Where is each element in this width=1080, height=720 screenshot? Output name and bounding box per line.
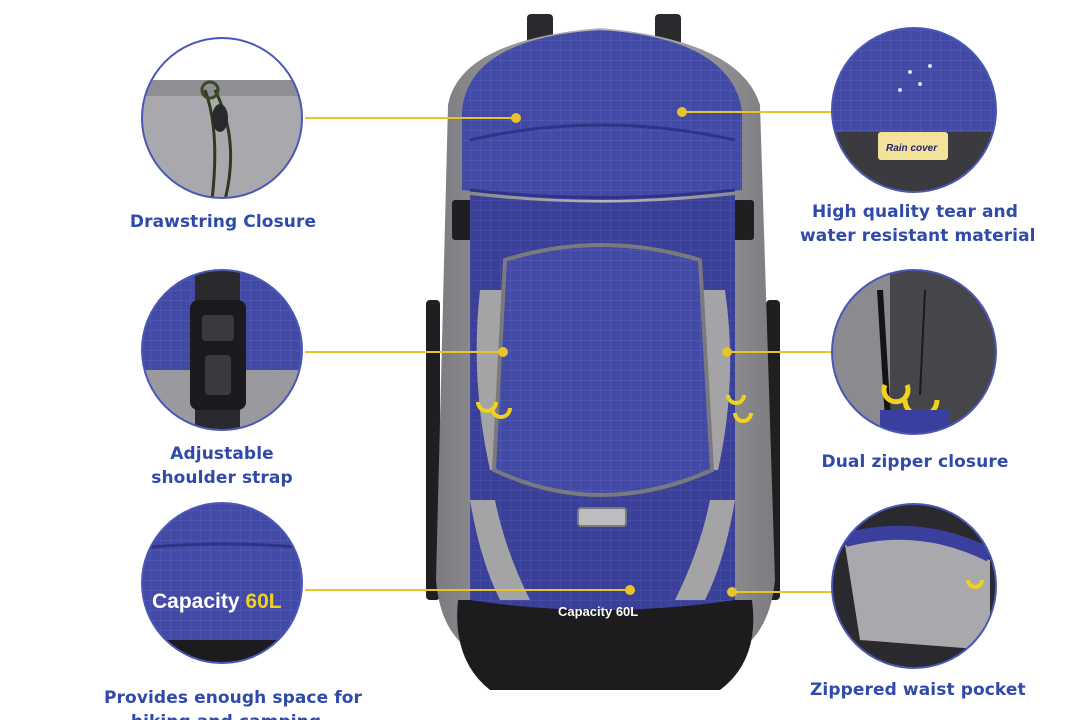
capacity-caption-line2: hiking and camping — [104, 710, 348, 720]
material-caption-line1: High quality tear and — [811, 202, 1019, 222]
capacity-circle-border — [141, 502, 303, 664]
waist-pocket-circle-border — [831, 503, 997, 669]
waist-caption: Zippered waist pocket — [810, 678, 1026, 702]
material-caption: High quality tear and water resistant ma… — [800, 200, 1036, 248]
circle-capacity-label: Capacity — [152, 590, 240, 613]
left-side-strap — [426, 300, 440, 600]
strap-caption-line2: shoulder strap — [151, 468, 293, 488]
svg-text:Capacity 60L: Capacity 60L — [152, 590, 282, 613]
zipper-caption-text: Dual zipper closure — [821, 452, 1009, 472]
strap-circle-border — [141, 269, 303, 431]
zipper-circle-border — [831, 269, 997, 435]
drawstring-detail-circle — [142, 38, 302, 198]
drawstring-caption-text: Drawstring Closure — [129, 212, 317, 232]
capacity-caption-line1: Provides enough space for — [104, 688, 363, 708]
strap-caption-line1: Adjustable — [170, 444, 274, 464]
callout-dots — [498, 107, 737, 597]
waist-pocket-detail-circle — [832, 504, 996, 668]
material-caption-line2: water resistant material — [800, 226, 1036, 246]
capacity-detail-circle — [142, 503, 302, 663]
svg-text:Capacity 60L: Capacity 60L — [558, 604, 638, 619]
pack-capacity-label: Capacity — [558, 604, 613, 619]
zipper-caption: Dual zipper closure — [820, 450, 1010, 474]
circle-capacity-value: 60L — [245, 590, 281, 613]
capacity-caption: Provides enough space for hiking and cam… — [104, 686, 363, 720]
strap-caption: Adjustable shoulder strap — [130, 442, 314, 490]
zipper-detail-circle — [832, 270, 996, 434]
callout-lines — [305, 111, 832, 593]
drawstring-circle-border — [141, 37, 303, 199]
pack-top-lid — [462, 30, 742, 200]
material-circle-border — [831, 27, 997, 193]
strap-detail-circle — [142, 270, 302, 430]
rain-cover-tag: Rain cover — [886, 143, 938, 154]
drawstring-caption: Drawstring Closure — [128, 210, 318, 234]
waist-caption-text: Zippered waist pocket — [810, 680, 1026, 700]
pack-bottom — [457, 600, 754, 690]
pack-capacity-value: 60L — [616, 604, 638, 619]
pack-front-pocket — [491, 243, 715, 497]
backpack: Capacity 60L — [426, 14, 780, 690]
